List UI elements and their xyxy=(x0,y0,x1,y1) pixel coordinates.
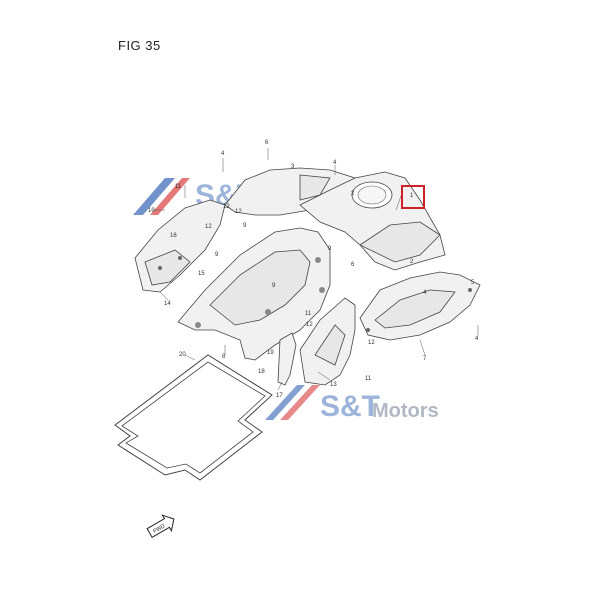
callout-9a: 9 xyxy=(215,252,219,258)
callout-9b: 9 xyxy=(272,283,276,289)
figure-title: FIG 35 xyxy=(118,38,161,53)
callout-16: 16 xyxy=(170,233,177,239)
callout-19: 19 xyxy=(267,350,274,356)
callout-6b: 6 xyxy=(351,262,355,268)
callout-2a: 2 xyxy=(351,191,355,197)
callout-15: 15 xyxy=(198,271,205,277)
callout-8: 8 xyxy=(222,354,226,360)
watermark-brand-bottom: S&T xyxy=(320,390,380,423)
fwd-arrow-icon: FWD xyxy=(146,514,175,539)
callout-11c: 11 xyxy=(305,311,312,317)
callout-9c: 9 xyxy=(243,223,247,229)
callout-12c: 12 xyxy=(235,209,242,215)
highlight-label: 1 xyxy=(410,193,414,199)
watermark-logo-bottom: S&T Motors xyxy=(265,385,439,423)
callout-7: 7 xyxy=(423,356,427,362)
callout-11a: 11 xyxy=(175,184,182,190)
callout-2b: 2 xyxy=(410,259,414,265)
watermark-suffix: Motors xyxy=(372,400,439,422)
callout-12d: 12 xyxy=(306,322,313,328)
callout-10: 10 xyxy=(148,208,155,214)
callout-12b: 12 xyxy=(205,224,212,230)
callout-13: 13 xyxy=(330,382,337,388)
callout-9d: 9 xyxy=(328,246,332,252)
callout-4b: 4 xyxy=(423,290,427,296)
callout-17: 17 xyxy=(276,393,283,399)
callout-12e: 12 xyxy=(368,340,375,346)
callout-18: 18 xyxy=(258,369,265,375)
fwd-label: FWD xyxy=(152,523,166,534)
callout-11b: 11 xyxy=(365,376,372,382)
callout-5: 5 xyxy=(471,280,475,286)
part-side-strip xyxy=(277,332,297,386)
part-floor-mat xyxy=(114,354,273,481)
callout-12a: 12 xyxy=(223,204,230,210)
callout-4d: 4 xyxy=(333,160,337,166)
callout-20: 20 xyxy=(179,352,186,358)
callout-14: 14 xyxy=(164,301,171,307)
callout-3: 3 xyxy=(291,164,295,170)
callout-6a: 6 xyxy=(265,140,269,146)
callout-4a: 4 xyxy=(221,151,225,157)
highlight-box xyxy=(401,185,425,209)
callout-4c: 4 xyxy=(475,336,479,342)
